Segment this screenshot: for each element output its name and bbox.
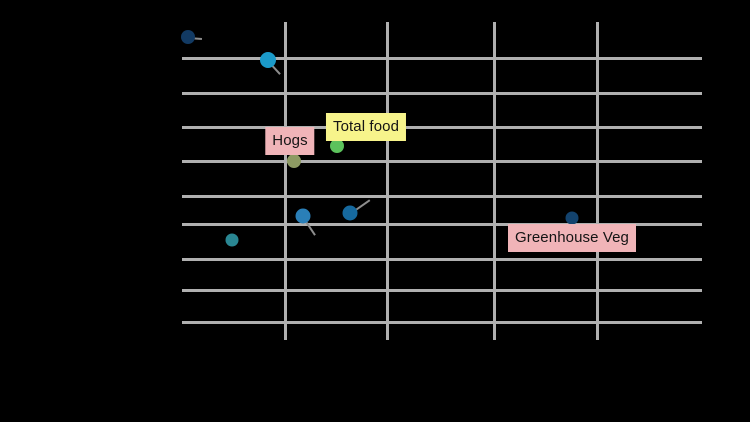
callout-greenhouse-veg[interactable]: Greenhouse Veg	[508, 224, 636, 252]
point-navy-greenhouse-veg[interactable]	[565, 211, 579, 225]
point-cyan-upper[interactable]	[260, 52, 276, 68]
callout-hogs[interactable]: Hogs	[265, 127, 315, 155]
gridline-vertical-0	[284, 22, 287, 340]
point-navy-top-left[interactable]	[181, 30, 195, 44]
point-teal-lower-left[interactable]	[225, 233, 239, 247]
point-green-total-food[interactable]	[330, 139, 344, 153]
gridline-horizontal-2	[182, 126, 702, 129]
gridline-horizontal-8	[182, 321, 702, 324]
gridline-vertical-3	[596, 22, 599, 340]
point-blue-mid-right[interactable]	[342, 205, 358, 221]
gridline-horizontal-6	[182, 258, 702, 261]
gridline-vertical-1	[386, 22, 389, 340]
point-blue-mid-left[interactable]	[295, 208, 311, 224]
gridline-horizontal-1	[182, 92, 702, 95]
gridline-horizontal-0	[182, 57, 702, 60]
callout-total-food[interactable]: Total food	[325, 113, 407, 141]
gridline-horizontal-3	[182, 160, 702, 163]
point-olive-hogs[interactable]	[287, 154, 301, 168]
gridline-horizontal-5	[182, 223, 702, 226]
gridline-horizontal-4	[182, 195, 702, 198]
gridline-horizontal-7	[182, 289, 702, 292]
gridline-vertical-2	[493, 22, 496, 340]
